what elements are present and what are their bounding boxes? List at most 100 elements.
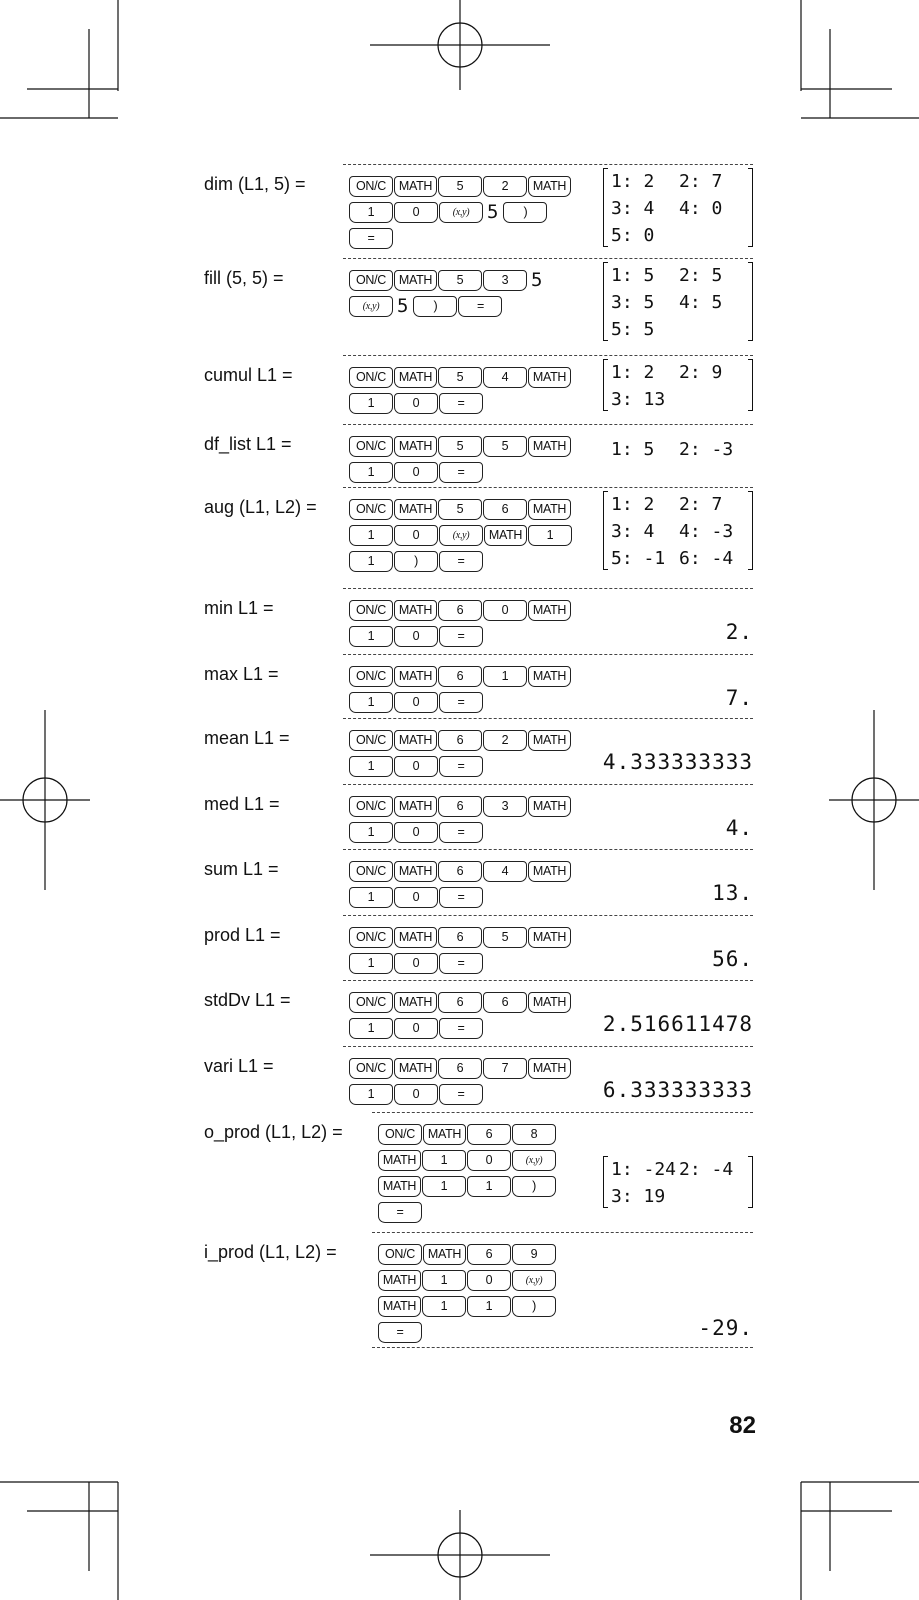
calculator-key[interactable]: 6 (467, 1123, 511, 1145)
calculator-key[interactable]: 4 (483, 366, 527, 388)
calculator-key[interactable]: 5 (483, 435, 527, 457)
calculator-key[interactable]: = (439, 461, 483, 483)
calculator-key[interactable]: MATH (378, 1149, 421, 1171)
calculator-key[interactable]: 1 (349, 821, 393, 843)
calculator-key[interactable]: ON/C (349, 926, 393, 948)
calculator-key[interactable]: MATH (423, 1243, 466, 1265)
calculator-key[interactable]: MATH (394, 665, 437, 687)
calculator-key[interactable]: 0 (394, 625, 438, 647)
calculator-key[interactable]: ON/C (349, 729, 393, 751)
calculator-key[interactable]: 1 (349, 755, 393, 777)
calculator-key[interactable]: ON/C (349, 435, 393, 457)
calculator-key[interactable]: (x,y) (349, 295, 393, 317)
calculator-key[interactable]: 1 (528, 524, 572, 546)
calculator-key[interactable]: MATH (528, 991, 571, 1013)
calculator-key[interactable]: MATH (378, 1269, 421, 1291)
calculator-key[interactable]: ON/C (378, 1123, 422, 1145)
calculator-key[interactable]: 0 (394, 821, 438, 843)
calculator-key[interactable]: ON/C (349, 599, 393, 621)
calculator-key[interactable]: ON/C (349, 366, 393, 388)
calculator-key[interactable]: MATH (528, 926, 571, 948)
calculator-key[interactable]: = (378, 1201, 422, 1223)
calculator-key[interactable]: = (439, 550, 483, 572)
calculator-key[interactable]: MATH (528, 366, 571, 388)
calculator-key[interactable]: 2 (483, 175, 527, 197)
calculator-key[interactable]: 1 (483, 665, 527, 687)
calculator-key[interactable]: 1 (422, 1295, 466, 1317)
calculator-key[interactable]: 0 (394, 201, 438, 223)
calculator-key[interactable]: 6 (438, 991, 482, 1013)
calculator-key[interactable]: ON/C (349, 175, 393, 197)
calculator-key[interactable]: 1 (349, 1083, 393, 1105)
calculator-key[interactable]: 0 (467, 1149, 511, 1171)
calculator-key[interactable]: 1 (349, 625, 393, 647)
calculator-key[interactable]: 1 (422, 1175, 466, 1197)
calculator-key[interactable]: = (439, 886, 483, 908)
calculator-key[interactable]: (x,y) (512, 1149, 556, 1171)
calculator-key[interactable]: 6 (438, 926, 482, 948)
calculator-key[interactable]: 0 (394, 1017, 438, 1039)
calculator-key[interactable]: 3 (483, 269, 527, 291)
calculator-key[interactable]: 1 (422, 1149, 466, 1171)
calculator-key[interactable]: (x,y) (439, 201, 483, 223)
calculator-key[interactable]: 1 (349, 201, 393, 223)
calculator-key[interactable]: MATH (528, 665, 571, 687)
calculator-key[interactable]: 6 (438, 795, 482, 817)
calculator-key[interactable]: ON/C (349, 860, 393, 882)
calculator-key[interactable]: MATH (394, 729, 437, 751)
calculator-key[interactable]: MATH (394, 366, 437, 388)
calculator-key[interactable]: MATH (528, 795, 571, 817)
calculator-key[interactable]: 4 (483, 860, 527, 882)
calculator-key[interactable]: 0 (467, 1269, 511, 1291)
calculator-key[interactable]: 0 (483, 599, 527, 621)
calculator-key[interactable]: 5 (438, 498, 482, 520)
calculator-key[interactable]: 3 (483, 795, 527, 817)
calculator-key[interactable]: MATH (394, 175, 437, 197)
calculator-key[interactable]: 6 (483, 498, 527, 520)
calculator-key[interactable]: 1 (349, 952, 393, 974)
calculator-key[interactable]: ON/C (378, 1243, 422, 1265)
calculator-key[interactable]: 6 (467, 1243, 511, 1265)
calculator-key[interactable]: 1 (422, 1269, 466, 1291)
calculator-key[interactable]: = (378, 1321, 422, 1343)
calculator-key[interactable]: 0 (394, 755, 438, 777)
calculator-key[interactable]: ON/C (349, 795, 393, 817)
calculator-key[interactable]: = (349, 227, 393, 249)
calculator-key[interactable]: = (439, 392, 483, 414)
calculator-key[interactable]: 6 (438, 1057, 482, 1079)
calculator-key[interactable]: MATH (394, 269, 437, 291)
calculator-key[interactable]: 5 (438, 366, 482, 388)
calculator-key[interactable]: 8 (512, 1123, 556, 1145)
calculator-key[interactable]: = (439, 1083, 483, 1105)
calculator-key[interactable]: 1 (467, 1175, 511, 1197)
calculator-key[interactable]: 5 (483, 926, 527, 948)
calculator-key[interactable]: 6 (438, 860, 482, 882)
calculator-key[interactable]: 0 (394, 392, 438, 414)
calculator-key[interactable]: 1 (349, 1017, 393, 1039)
calculator-key[interactable]: 1 (467, 1295, 511, 1317)
calculator-key[interactable]: MATH (394, 1057, 437, 1079)
calculator-key[interactable]: = (439, 1017, 483, 1039)
calculator-key[interactable]: = (439, 952, 483, 974)
calculator-key[interactable]: MATH (394, 599, 437, 621)
calculator-key[interactable]: MATH (528, 1057, 571, 1079)
calculator-key[interactable]: 6 (438, 665, 482, 687)
calculator-key[interactable]: 0 (394, 524, 438, 546)
calculator-key[interactable]: 0 (394, 691, 438, 713)
calculator-key[interactable]: 1 (349, 392, 393, 414)
calculator-key[interactable]: 5 (438, 269, 482, 291)
calculator-key[interactable]: MATH (394, 795, 437, 817)
calculator-key[interactable]: MATH (528, 860, 571, 882)
calculator-key[interactable]: = (439, 691, 483, 713)
calculator-key[interactable]: = (439, 625, 483, 647)
calculator-key[interactable]: ) (394, 550, 438, 572)
calculator-key[interactable]: 0 (394, 952, 438, 974)
calculator-key[interactable]: MATH (394, 991, 437, 1013)
calculator-key[interactable]: ON/C (349, 1057, 393, 1079)
calculator-key[interactable]: 7 (483, 1057, 527, 1079)
calculator-key[interactable]: 1 (349, 550, 393, 572)
calculator-key[interactable]: 1 (349, 691, 393, 713)
calculator-key[interactable]: ) (512, 1175, 556, 1197)
calculator-key[interactable]: 1 (349, 886, 393, 908)
calculator-key[interactable]: MATH (528, 599, 571, 621)
